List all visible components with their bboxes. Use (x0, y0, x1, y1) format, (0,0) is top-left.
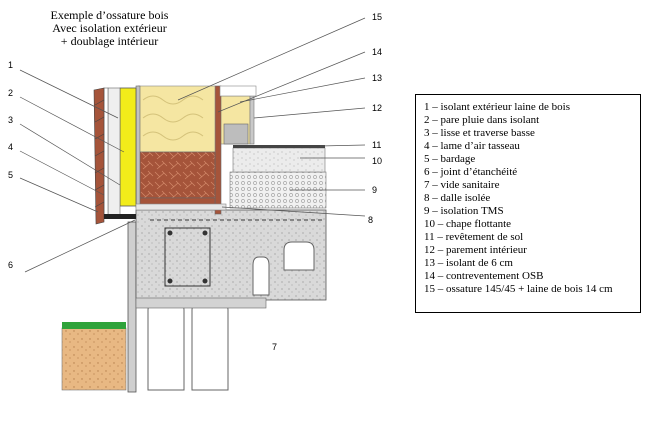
legend-item-3: 3 – lisse et traverse basse (424, 127, 535, 139)
legend-item-12: 12 – parement intérieur (424, 244, 527, 256)
legend-item-7: 7 – vide sanitaire (424, 179, 500, 191)
interior-lining-12 (249, 95, 255, 145)
osb-bracing-14 (214, 85, 222, 215)
legend-item-15: 15 – ossature 145/45 + laine de bois 14 … (424, 283, 613, 295)
callout-4: 4 (8, 142, 13, 152)
floor-covering (233, 145, 325, 148)
legend-box: 1 – isolant extérieur laine de bois 2 – … (415, 94, 641, 313)
legend-item-2: 2 – pare pluie dans isolant (424, 114, 540, 126)
title-line-3: + doublage intérieur (60, 34, 159, 48)
callout-12: 12 (372, 103, 382, 113)
legend-item-11: 11 – revêtement de sol (424, 231, 524, 243)
lining-cap (219, 85, 257, 97)
grass (62, 322, 126, 329)
legend-item-4: 4 – lame d’air tasseau (424, 140, 520, 152)
leader-lines (19, 17, 366, 273)
callout-15: 15 (372, 12, 382, 22)
title-line-2: Avec isolation extérieur (52, 21, 167, 35)
beam (135, 297, 267, 309)
legend-item-13: 13 – isolant de 6 cm (424, 257, 513, 269)
callout-14: 14 (372, 47, 382, 57)
callout-13: 13 (372, 73, 382, 83)
legend-item-10: 10 – chape flottante (424, 218, 512, 230)
legend-item-8: 8 – dalle isolée (424, 192, 491, 204)
callout-5: 5 (8, 170, 13, 180)
frame-post (135, 85, 141, 209)
callout-10: 10 (372, 156, 382, 166)
cladding-5 (93, 87, 105, 225)
callout-3: 3 (8, 115, 13, 125)
callout-8: 8 (368, 215, 373, 225)
frame-insulation-15 (137, 85, 216, 153)
callout-6: 6 (8, 260, 13, 270)
callout-7: 7 (272, 342, 277, 352)
air-gap-4 (103, 87, 109, 217)
seal-joint-6 (104, 214, 136, 219)
legend-item-9: 9 – isolation TMS (424, 205, 504, 217)
callout-1: 1 (8, 60, 13, 70)
soil (61, 327, 127, 391)
floating-screed (232, 147, 326, 173)
legend-item-6: 6 – joint d’étanchéité (424, 166, 518, 178)
rain-barrier-2 (119, 87, 137, 207)
callout-11: 11 (372, 140, 381, 150)
title-line-1: Exemple d’ossature bois (50, 8, 169, 22)
callout-9: 9 (372, 185, 377, 195)
rebar (150, 219, 325, 287)
exterior-insulation-1 (107, 87, 121, 217)
slab-edge-insulation-8 (135, 203, 227, 211)
legend-item-14: 14 – contreventement OSB (424, 270, 544, 282)
foundation-wall (127, 221, 137, 393)
sole-plate-3 (137, 151, 216, 199)
diagram-title: Exemple d’ossature bois Avec isolation e… (22, 9, 197, 48)
legend-item-1: 1 – isolant extérieur laine de bois (424, 101, 571, 113)
interior-base-block (223, 123, 249, 145)
callout-2: 2 (8, 88, 13, 98)
legend-item-5: 5 – bardage (424, 153, 476, 165)
